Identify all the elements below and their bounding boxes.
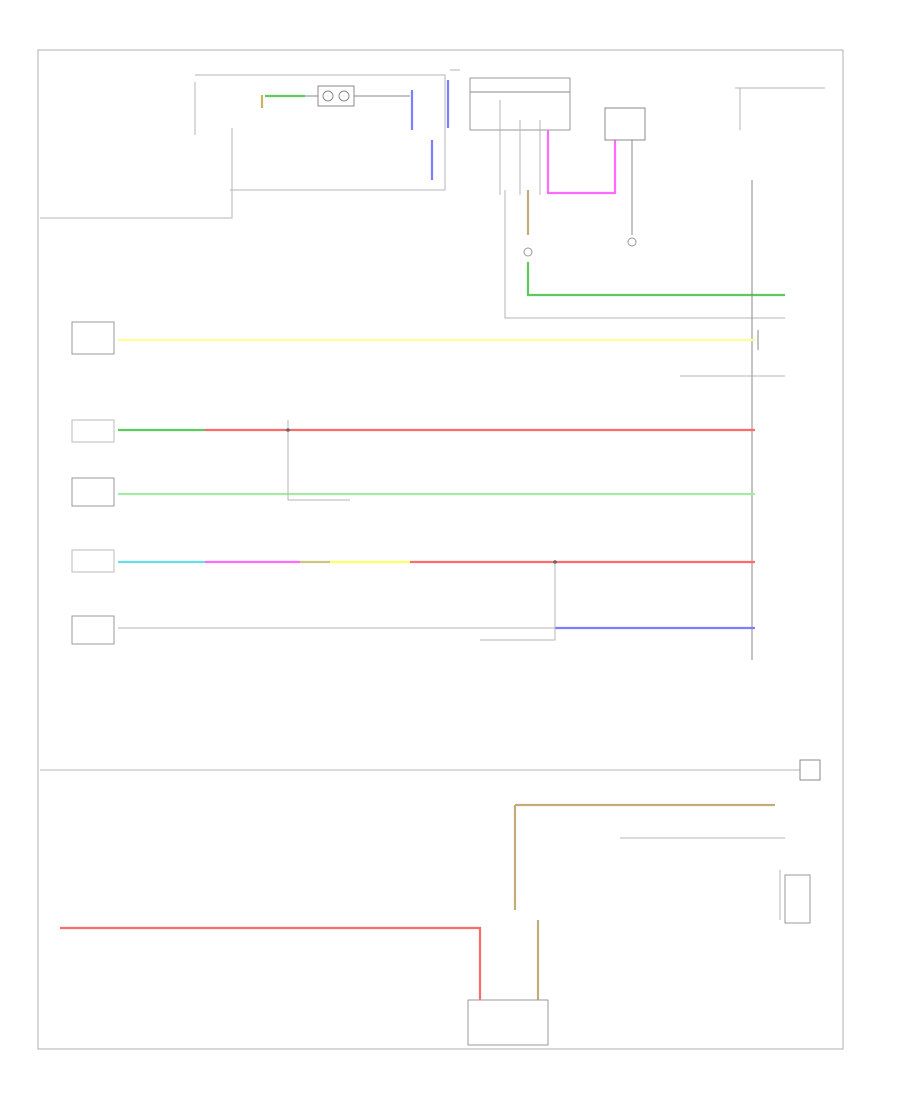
lower-section [40, 759, 821, 1046]
switch-2 [71, 419, 115, 443]
diagram-frame [37, 49, 844, 1050]
sensor-relay [467, 999, 549, 1046]
sensor-box [784, 874, 811, 924]
top-section [40, 69, 825, 319]
pressure-switch [799, 759, 821, 781]
switch-4 [71, 549, 115, 573]
relay-box [604, 107, 646, 141]
switch-5 [71, 615, 115, 645]
switch-3 [71, 477, 115, 507]
switch-section [71, 180, 785, 660]
switch-1 [71, 321, 115, 355]
